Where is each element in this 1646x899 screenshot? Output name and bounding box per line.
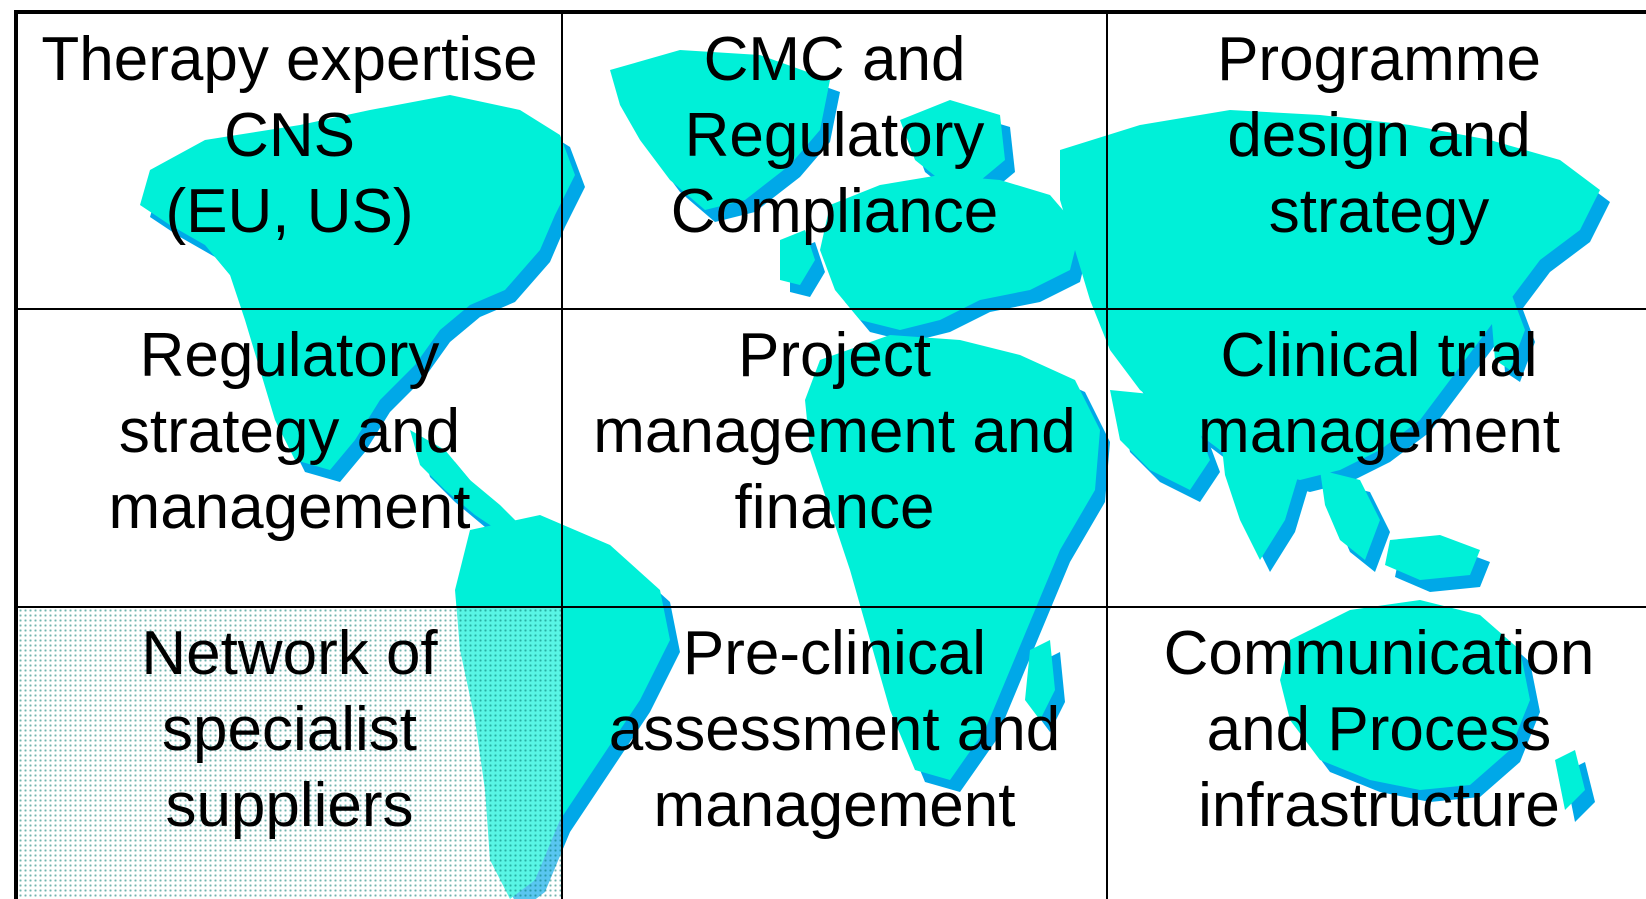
capability-label-line: Communication	[1163, 619, 1595, 688]
capability-cell: Pre-clinical assessment and management	[563, 608, 1108, 899]
capability-label-line: strategy	[1268, 177, 1490, 246]
capability-label-line: design and	[1227, 101, 1531, 170]
capability-label-line: Network of	[141, 619, 438, 688]
capability-label-line: assessment and	[608, 695, 1061, 764]
capability-label-line: suppliers	[165, 771, 414, 840]
capability-label-line: infrastructure	[1198, 771, 1560, 840]
capability-label-line: management and	[593, 397, 1076, 466]
capability-label-line: Compliance	[670, 177, 999, 246]
capability-cell: Regulatory strategy and management	[18, 310, 563, 608]
capability-label-line: finance	[734, 473, 935, 542]
capability-label-line: Clinical trial	[1220, 321, 1538, 390]
capability-label-line: Project	[738, 321, 931, 390]
capability-cell: Communication and Process infrastructure	[1108, 608, 1646, 899]
capability-label-line: CMC and	[703, 25, 966, 94]
capability-label-line: (EU, US)	[165, 177, 414, 246]
capability-label-line: management	[653, 771, 1016, 840]
capability-label-line: CNS	[224, 101, 355, 170]
capability-label-line: strategy and	[118, 397, 461, 466]
capability-label-line: management	[1198, 397, 1560, 466]
capability-label-line: Regulatory	[684, 101, 985, 170]
capability-cell: Project management and finance	[563, 310, 1108, 608]
capability-cell: Programme design and strategy	[1108, 14, 1646, 310]
capability-label-line: Regulatory	[139, 321, 440, 390]
capability-label-line: specialist	[162, 695, 417, 764]
capability-label-line: Pre-clinical	[682, 619, 987, 688]
capability-label-line: and Process	[1206, 695, 1552, 764]
capability-label-line: Programme	[1217, 25, 1541, 94]
capability-label-line: management	[108, 473, 471, 542]
capability-label-line: Therapy expertise	[41, 25, 538, 94]
capability-cell: Clinical trial management	[1108, 310, 1646, 608]
capability-cell-highlighted: Network of specialist suppliers	[18, 608, 563, 899]
